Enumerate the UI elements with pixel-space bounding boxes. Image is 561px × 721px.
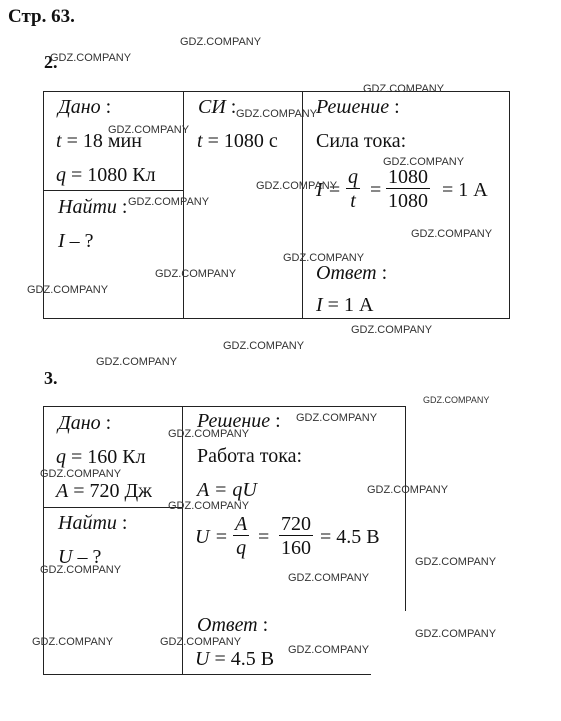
watermark: GDZ.COMPANY: [415, 556, 497, 568]
watermark: GDZ.COMPANY: [168, 428, 250, 440]
si-heading: СИ :: [198, 96, 237, 118]
watermark: GDZ.COMPANY: [411, 228, 493, 240]
table-border-top: [43, 91, 510, 92]
watermark: GDZ.COMPANY: [236, 108, 318, 120]
given3-heading: Дано :: [58, 412, 112, 434]
find-heading: Найти :: [58, 196, 128, 218]
watermark: GDZ.COMPANY: [367, 484, 449, 496]
table3-border-top: [43, 406, 406, 407]
table3-border-bottom: [43, 674, 371, 675]
table3-border-left: [43, 406, 44, 675]
watermark: GDZ.COMPANY: [32, 636, 114, 648]
find3-heading: Найти :: [58, 512, 128, 534]
formula-result: = 1 А: [442, 179, 488, 201]
watermark: GDZ.COMPANY: [363, 83, 445, 95]
solution3-formula: A = qU: [197, 479, 257, 501]
answer3-value: U = 4.5 В: [195, 648, 275, 670]
task-3-number: 3.: [44, 368, 58, 388]
watermark: GDZ.COMPANY: [288, 572, 370, 584]
formula-eq: =: [370, 179, 382, 201]
watermark: GDZ.COMPANY: [40, 564, 122, 576]
table-border-left: [43, 91, 44, 319]
formula3-eq: =: [258, 526, 270, 548]
formula-lhs: I =: [316, 179, 342, 201]
answer3-heading: Ответ :: [197, 614, 269, 636]
watermark: GDZ.COMPANY: [423, 395, 490, 405]
solution3-heading: Решение :: [197, 410, 281, 432]
given-find-divider-3: [43, 507, 183, 508]
solution-heading: Решение :: [316, 96, 400, 118]
watermark: GDZ.COMPANY: [283, 252, 365, 264]
watermark: GDZ.COMPANY: [168, 500, 250, 512]
watermark: GDZ.COMPANY: [128, 196, 210, 208]
watermark: GDZ.COMPANY: [288, 644, 370, 656]
watermark: GDZ.COMPANY: [40, 468, 122, 480]
si-time: t = 1080 с: [197, 130, 278, 152]
watermark: GDZ.COMPANY: [223, 340, 305, 352]
table3-divider: [182, 406, 183, 675]
table-divider-1: [183, 91, 184, 319]
answer-heading: Ответ :: [316, 262, 388, 284]
watermark: GDZ.COMPANY: [96, 356, 178, 368]
solution-line1: Сила тока:: [316, 130, 407, 152]
task-2-number: 2.: [44, 52, 58, 72]
watermark: GDZ.COMPANY: [415, 628, 497, 640]
table-divider-2: [302, 91, 303, 319]
find3-item: U – ?: [58, 546, 102, 568]
watermark: GDZ.COMPANY: [108, 124, 190, 136]
page-header: Стр. 63.: [8, 6, 75, 27]
watermark: GDZ.COMPANY: [256, 180, 338, 192]
table-border-right: [509, 91, 510, 319]
given-heading: Дано :: [58, 96, 112, 118]
formula3-lhs: U =: [195, 526, 228, 548]
watermark: GDZ.COMPANY: [155, 268, 237, 280]
watermark: GDZ.COMPANY: [180, 36, 262, 48]
given-find-divider: [43, 190, 184, 191]
given-charge: q = 1080 Кл: [56, 164, 156, 186]
find-item: I – ?: [58, 230, 94, 252]
formula3-result: = 4.5 В: [320, 526, 380, 548]
given3-work: A = 720 Дж: [56, 480, 152, 502]
watermark: GDZ.COMPANY: [296, 412, 378, 424]
table3-border-right: [405, 406, 406, 611]
given-time: t = 18 мин: [56, 130, 142, 152]
watermark: GDZ.COMPANY: [351, 324, 433, 336]
given3-charge: q = 160 Кл: [56, 446, 146, 468]
watermark: GDZ.COMPANY: [383, 156, 465, 168]
table-border-bottom: [43, 318, 510, 319]
watermark: GDZ.COMPANY: [27, 284, 109, 296]
answer-value: I = 1 А: [316, 294, 374, 316]
watermark: GDZ.COMPANY: [160, 636, 242, 648]
solution3-line1: Работа тока:: [197, 445, 303, 467]
watermark: GDZ.COMPANY: [50, 52, 132, 64]
